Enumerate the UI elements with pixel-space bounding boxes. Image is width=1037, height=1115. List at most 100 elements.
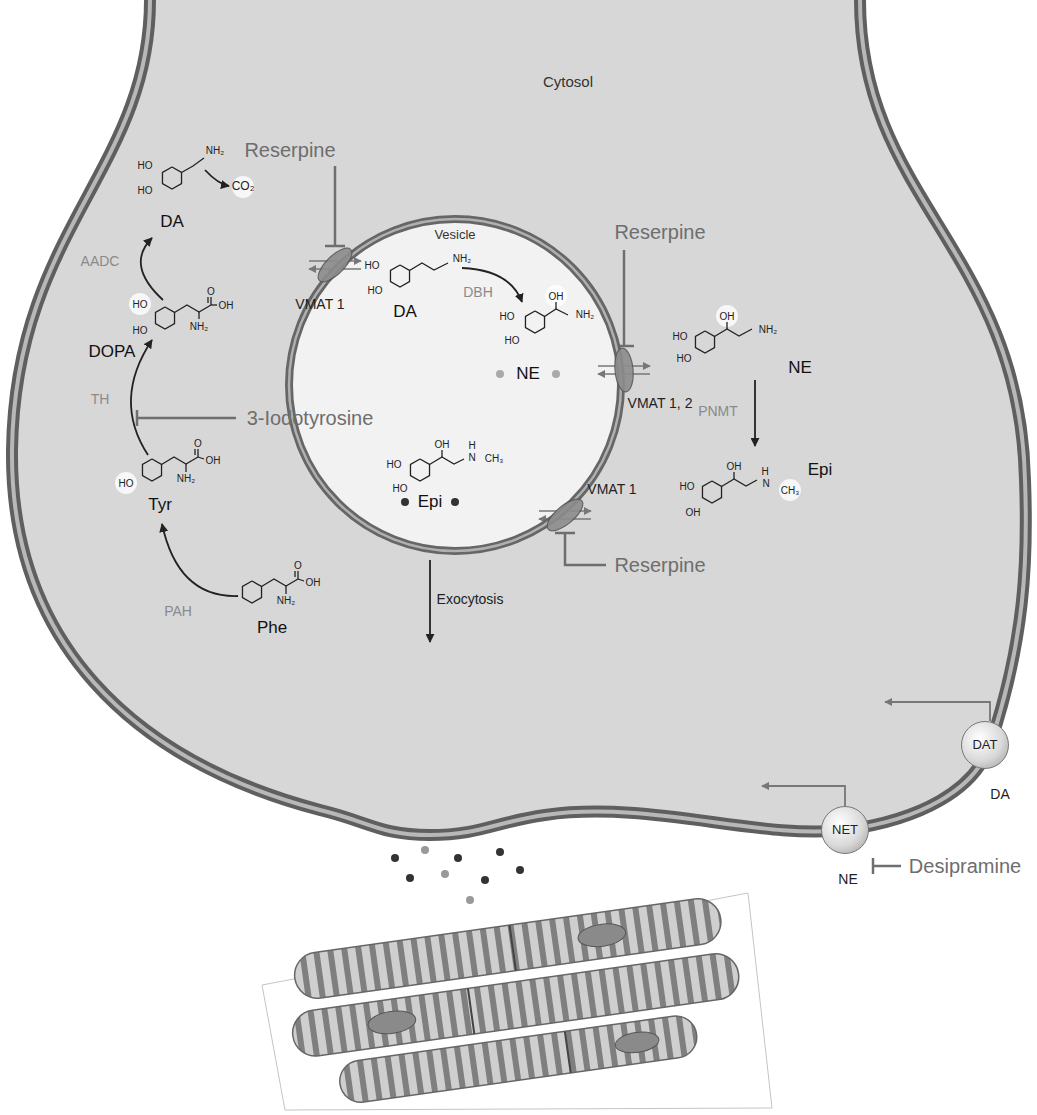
nucleus [367, 1008, 418, 1036]
chemical-group: HO [505, 335, 520, 346]
enzyme-name: PNMT [698, 404, 738, 419]
reuptake-arrow [885, 702, 990, 721]
vesicle-membrane-inner [289, 219, 621, 551]
chemical-group: NH₂ [190, 321, 208, 332]
inhibitor-bars [137, 166, 901, 874]
transmitter-dot [496, 848, 504, 856]
benzene-ring [695, 331, 714, 353]
transporter-label: DA [990, 787, 1009, 802]
drug-name: Reserpine [614, 554, 705, 576]
cardiomyocyte-illustration [262, 893, 772, 1111]
chemical-group: CO₂ [232, 180, 255, 193]
chemical-group: HO [680, 481, 695, 492]
drug-name: Reserpine [244, 139, 335, 161]
transmitter-dots [391, 370, 560, 904]
chemical-structures [142, 158, 757, 603]
inhibitor-bar [136, 410, 139, 426]
chemical-group: HO [500, 311, 515, 322]
vesicle-outline [285, 215, 625, 555]
drug-name: Reserpine [614, 221, 705, 243]
enzyme-name: DBH [463, 285, 493, 300]
chemical-bond [722, 479, 758, 487]
chemical-group: CH₃ [781, 485, 800, 496]
transmitter-dot [516, 866, 524, 874]
transmitter-dot [391, 854, 399, 862]
drug-name: 3-Iodotyrosine [247, 407, 374, 429]
reaction-arrow [162, 524, 238, 596]
chemical-bond [733, 472, 734, 479]
chemical-group: OH [306, 577, 321, 588]
chemical-bond [555, 302, 556, 309]
transmitter-dot [451, 498, 459, 506]
nerve-terminal-membrane [12, 0, 1026, 835]
nucleus [614, 1029, 660, 1055]
molecule-name: NE [516, 365, 540, 384]
chemical-bond [198, 312, 199, 319]
chemical-bond [197, 449, 198, 457]
chemical-bond [210, 297, 211, 305]
reaction-arrow [131, 340, 152, 455]
transmitter-dot [466, 896, 474, 904]
chemical-group: NH₂ [277, 595, 295, 606]
chemical-group: HO [673, 331, 688, 342]
transmitter-dot [401, 498, 409, 506]
molecule-name: DA [393, 303, 417, 322]
inhibitor-bar [872, 858, 875, 874]
chemical-group: H [761, 466, 768, 477]
chemical-bond [182, 158, 205, 173]
transporter-label: VMAT 1 [587, 482, 636, 497]
vesicle-membrane [289, 219, 621, 551]
chemical-bond [441, 450, 442, 457]
nerve-terminal: CytosolVesicleDATNET [0, 0, 1037, 860]
chemical-group: NH₂ [576, 309, 594, 320]
chemical-group: HO [387, 459, 402, 470]
chemical-bond [194, 449, 195, 455]
node-label: Vesicle [434, 228, 475, 242]
molecule-name: DOPA [89, 343, 136, 362]
chemical-bond [211, 304, 217, 305]
chemical-group: N [468, 452, 475, 463]
enzyme-name: PAH [164, 604, 192, 619]
chemical-group: HO [119, 478, 134, 489]
reuptake-arrows [762, 702, 990, 806]
chemical-bond [207, 297, 208, 303]
chemical-group: OH [549, 291, 564, 302]
intercalated-disc [468, 988, 474, 1034]
chemical-bond [185, 464, 186, 472]
benzene-ring [142, 459, 161, 481]
transmitter-dot [481, 876, 489, 884]
chemical-group: O [207, 286, 215, 297]
chemical-group: HO [365, 260, 380, 271]
chemical-group: HO [677, 353, 692, 364]
chemical-bond [175, 305, 212, 313]
chemical-group: OH [720, 311, 735, 322]
benzene-ring [410, 459, 429, 481]
benzene-ring [155, 307, 174, 329]
inhibitor-bar [873, 865, 901, 868]
transporter-circle: DAT [961, 721, 1009, 769]
benzene-ring [390, 265, 409, 287]
chemical-bond [726, 322, 727, 329]
chemical-bond [715, 329, 753, 337]
node-label: Cytosol [543, 74, 593, 91]
chemical-group: HO [133, 299, 148, 310]
chemical-group: H [468, 440, 475, 451]
chemical-bond [198, 457, 204, 459]
chemical-group: NH₂ [759, 324, 777, 335]
vmat-transporter [313, 243, 357, 287]
inhibitor-bar [137, 417, 236, 420]
reuptake-arrow [762, 786, 845, 806]
molecule-name: Epi [808, 461, 833, 480]
chemical-group: OH [219, 300, 234, 311]
molecule-name: DA [160, 213, 184, 232]
highlight-glow [115, 472, 137, 494]
inhibitor-bar [623, 250, 626, 346]
chemical-bond [285, 586, 286, 594]
vmat-transporter [613, 347, 635, 392]
reaction-arrow [429, 560, 431, 642]
highlight-group [115, 176, 801, 501]
